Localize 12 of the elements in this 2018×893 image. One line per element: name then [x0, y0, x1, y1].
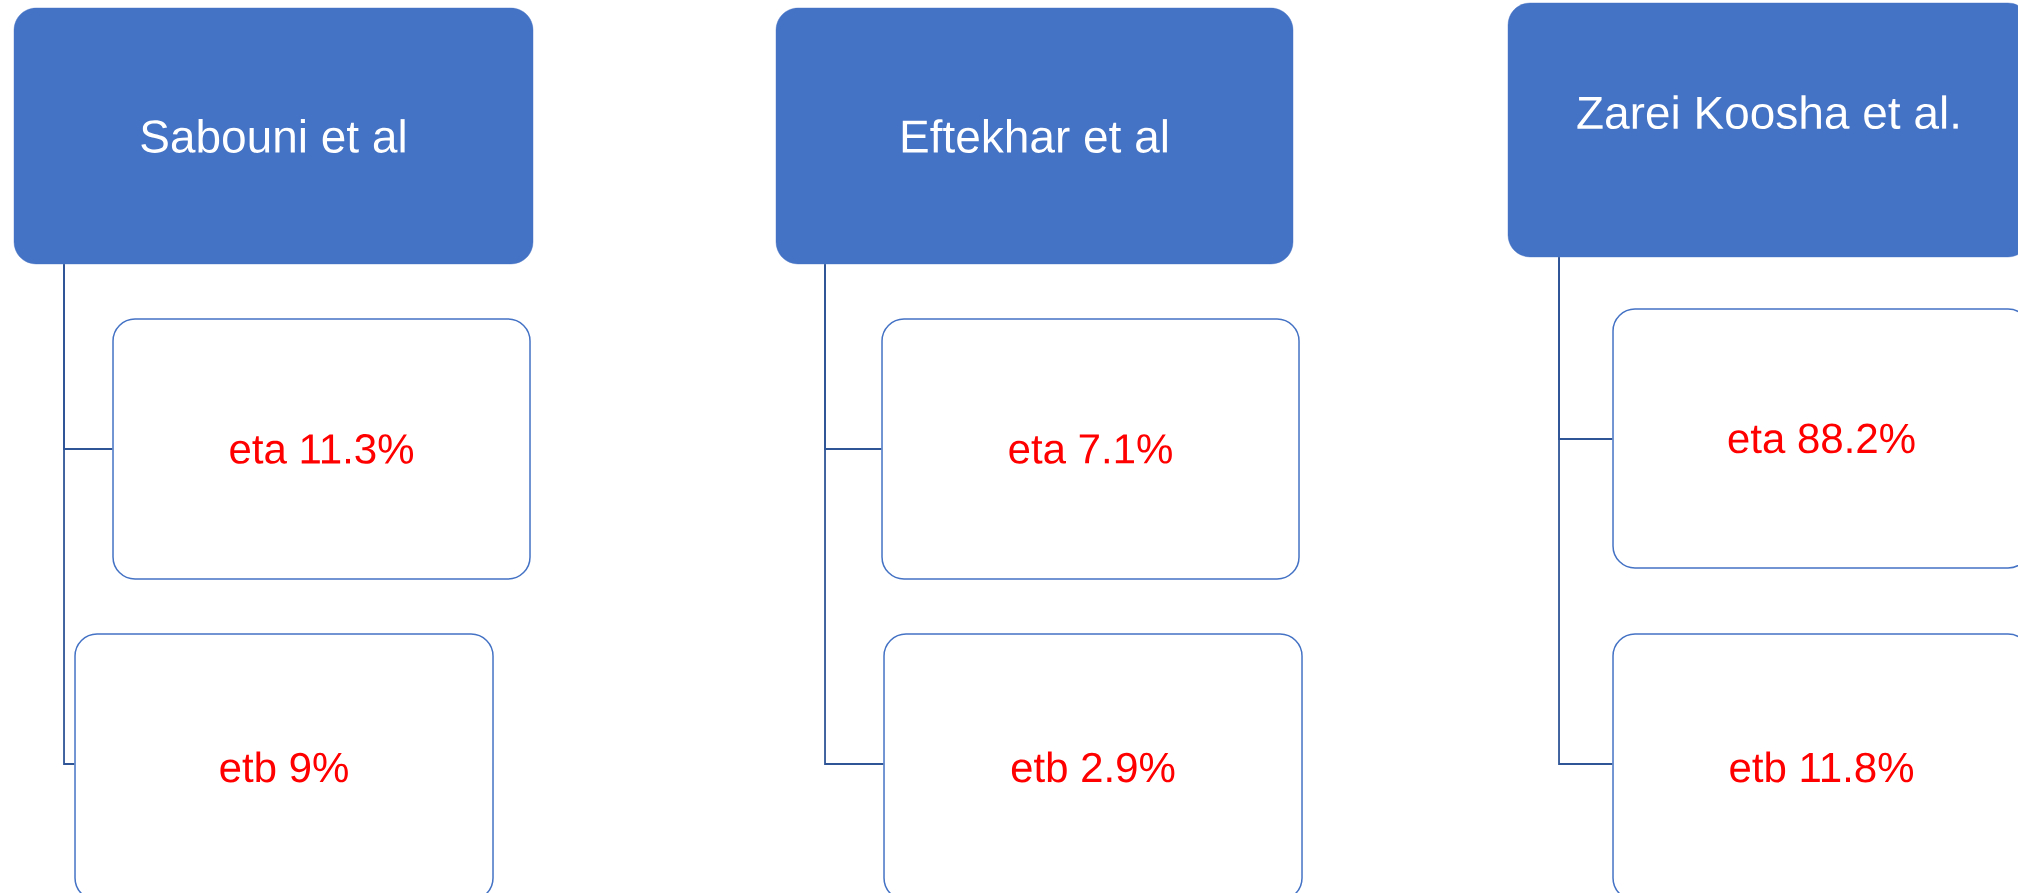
value-box: eta 7.1% — [881, 318, 1300, 580]
value-box: eta 11.3% — [112, 318, 531, 580]
connector-line — [1558, 256, 1614, 765]
header-box: Zarei Koosha et al. — [1507, 2, 2018, 258]
value-box: etb 11.8% — [1612, 633, 2018, 893]
value-box: etb 2.9% — [883, 633, 1303, 893]
header-box: Sabouni et al — [13, 7, 534, 265]
header-box: Eftekhar et al — [775, 7, 1294, 265]
value-box: etb 9% — [74, 633, 494, 893]
connector-line — [824, 263, 885, 765]
connector-line — [63, 263, 76, 765]
value-box: eta 88.2% — [1612, 308, 2018, 569]
